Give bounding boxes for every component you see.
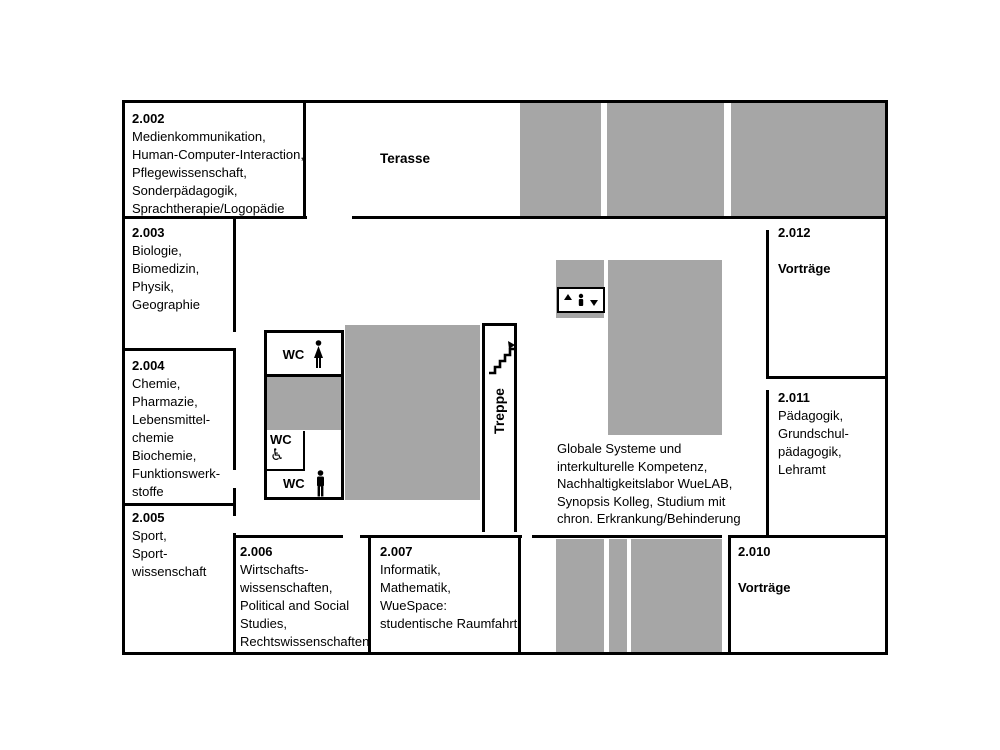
man-icon: [314, 469, 327, 497]
shaded-area-center: [345, 325, 480, 500]
shaded-area-center-right: [608, 260, 722, 435]
room-description: Vorträge: [778, 261, 831, 276]
shaded-area-bottom-1: [556, 539, 604, 652]
shaded-area-top-3: [731, 100, 885, 218]
stairs-icon: [487, 339, 515, 375]
shaded-area-bottom-2: [609, 539, 627, 652]
stairwell-wall: [514, 325, 517, 532]
room-number: 2.010: [738, 544, 771, 559]
room-description: Chemie, Pharmazie, Lebensmittel- chemie …: [132, 376, 221, 499]
wall-segment: [122, 216, 307, 219]
wall-segment: [532, 535, 722, 538]
room-2003-label: 2.003 Biologie, Biomedizin, Physik, Geog…: [132, 224, 232, 314]
wall-segment: [728, 537, 731, 655]
room-number: 2.003: [132, 225, 165, 240]
wall-segment: [122, 503, 236, 506]
stairs-label: Treppe: [491, 388, 507, 434]
room-2004-label: 2.004 Chemie, Pharmazie, Lebensmittel- c…: [132, 357, 232, 501]
wall-segment: [122, 348, 236, 351]
room-2005-label: 2.005 Sport, Sport- wissenschaft: [132, 509, 232, 581]
wc-wall: [264, 497, 344, 500]
wc-wall: [341, 330, 344, 500]
room-number: 2.005: [132, 510, 165, 525]
room-number: 2.007: [380, 544, 413, 559]
wall-segment: [766, 230, 769, 376]
elevator-icon: [557, 287, 605, 313]
room-description: Vorträge: [738, 580, 791, 595]
center-info-text: Globale Systeme und interkulturelle Komp…: [557, 441, 741, 526]
wall-segment: [360, 535, 522, 538]
wheelchair-icon: ♿: [270, 447, 285, 464]
room-description: Informatik, Mathematik, WueSpace: studen…: [380, 562, 518, 631]
wc-women: WC: [269, 336, 339, 372]
wall-segment: [728, 535, 888, 538]
wc-wall: [264, 330, 267, 500]
room-description: Biologie, Biomedizin, Physik, Geographie: [132, 243, 200, 312]
wall-segment: [766, 390, 769, 535]
room-2006-label: 2.006 Wirtschafts- wissenschaften, Polit…: [240, 543, 370, 651]
woman-icon: [312, 339, 325, 369]
shaded-area-wc: [266, 377, 341, 430]
shaded-area-top-2: [607, 100, 724, 218]
shaded-area-bottom-3: [631, 539, 722, 652]
wc-accessible: WC ♿: [270, 432, 292, 464]
wc-wall: [303, 431, 305, 471]
stairwell-wall: [482, 325, 485, 532]
wall-segment: [233, 533, 236, 655]
room-number: 2.006: [240, 544, 273, 559]
room-description: Pädagogik, Grundschul- pädagogik, Lehram…: [778, 408, 849, 477]
room-number: 2.011: [778, 390, 810, 405]
wall-segment: [303, 100, 306, 219]
wc-wall: [264, 330, 344, 333]
room-2012-label: 2.012 Vorträge: [778, 224, 883, 278]
room-description: Wirtschafts- wissenschaften, Political a…: [240, 562, 370, 649]
wc-women-label: WC: [282, 346, 305, 362]
room-number: 2.004: [132, 358, 165, 373]
room-description: Medienkommunikation, Human-Computer-Inte…: [132, 129, 304, 216]
wc-accessible-label: WC: [270, 432, 292, 447]
room-description: Sport, Sport- wissenschaft: [132, 528, 207, 579]
wall-segment: [368, 537, 371, 655]
wall-segment: [233, 535, 343, 538]
wall-segment: [518, 537, 521, 655]
wall-segment: [233, 350, 236, 470]
room-2010-label: 2.010 Vorträge: [738, 543, 848, 597]
terrace-label: Terasse: [380, 151, 431, 166]
wc-men-label: WC: [283, 475, 305, 491]
room-2002-label: 2.002 Medienkommunikation, Human-Compute…: [132, 110, 307, 218]
room-2011-label: 2.011 Pädagogik, Grundschul- pädagogik, …: [778, 389, 883, 479]
room-number: 2.012: [778, 225, 811, 240]
stairwell-wall: [482, 323, 517, 326]
wall-segment: [233, 218, 236, 332]
wc-men: WC: [283, 469, 327, 497]
wc-wall: [264, 374, 344, 377]
room-2007-label: 2.007 Informatik, Mathematik, WueSpace: …: [380, 543, 520, 633]
wc-wall: [264, 469, 305, 471]
wall-segment: [233, 488, 236, 516]
wall-segment: [766, 376, 888, 379]
wall-segment: [352, 216, 888, 219]
room-number: 2.002: [132, 111, 165, 126]
shaded-area-top-1: [520, 100, 601, 218]
